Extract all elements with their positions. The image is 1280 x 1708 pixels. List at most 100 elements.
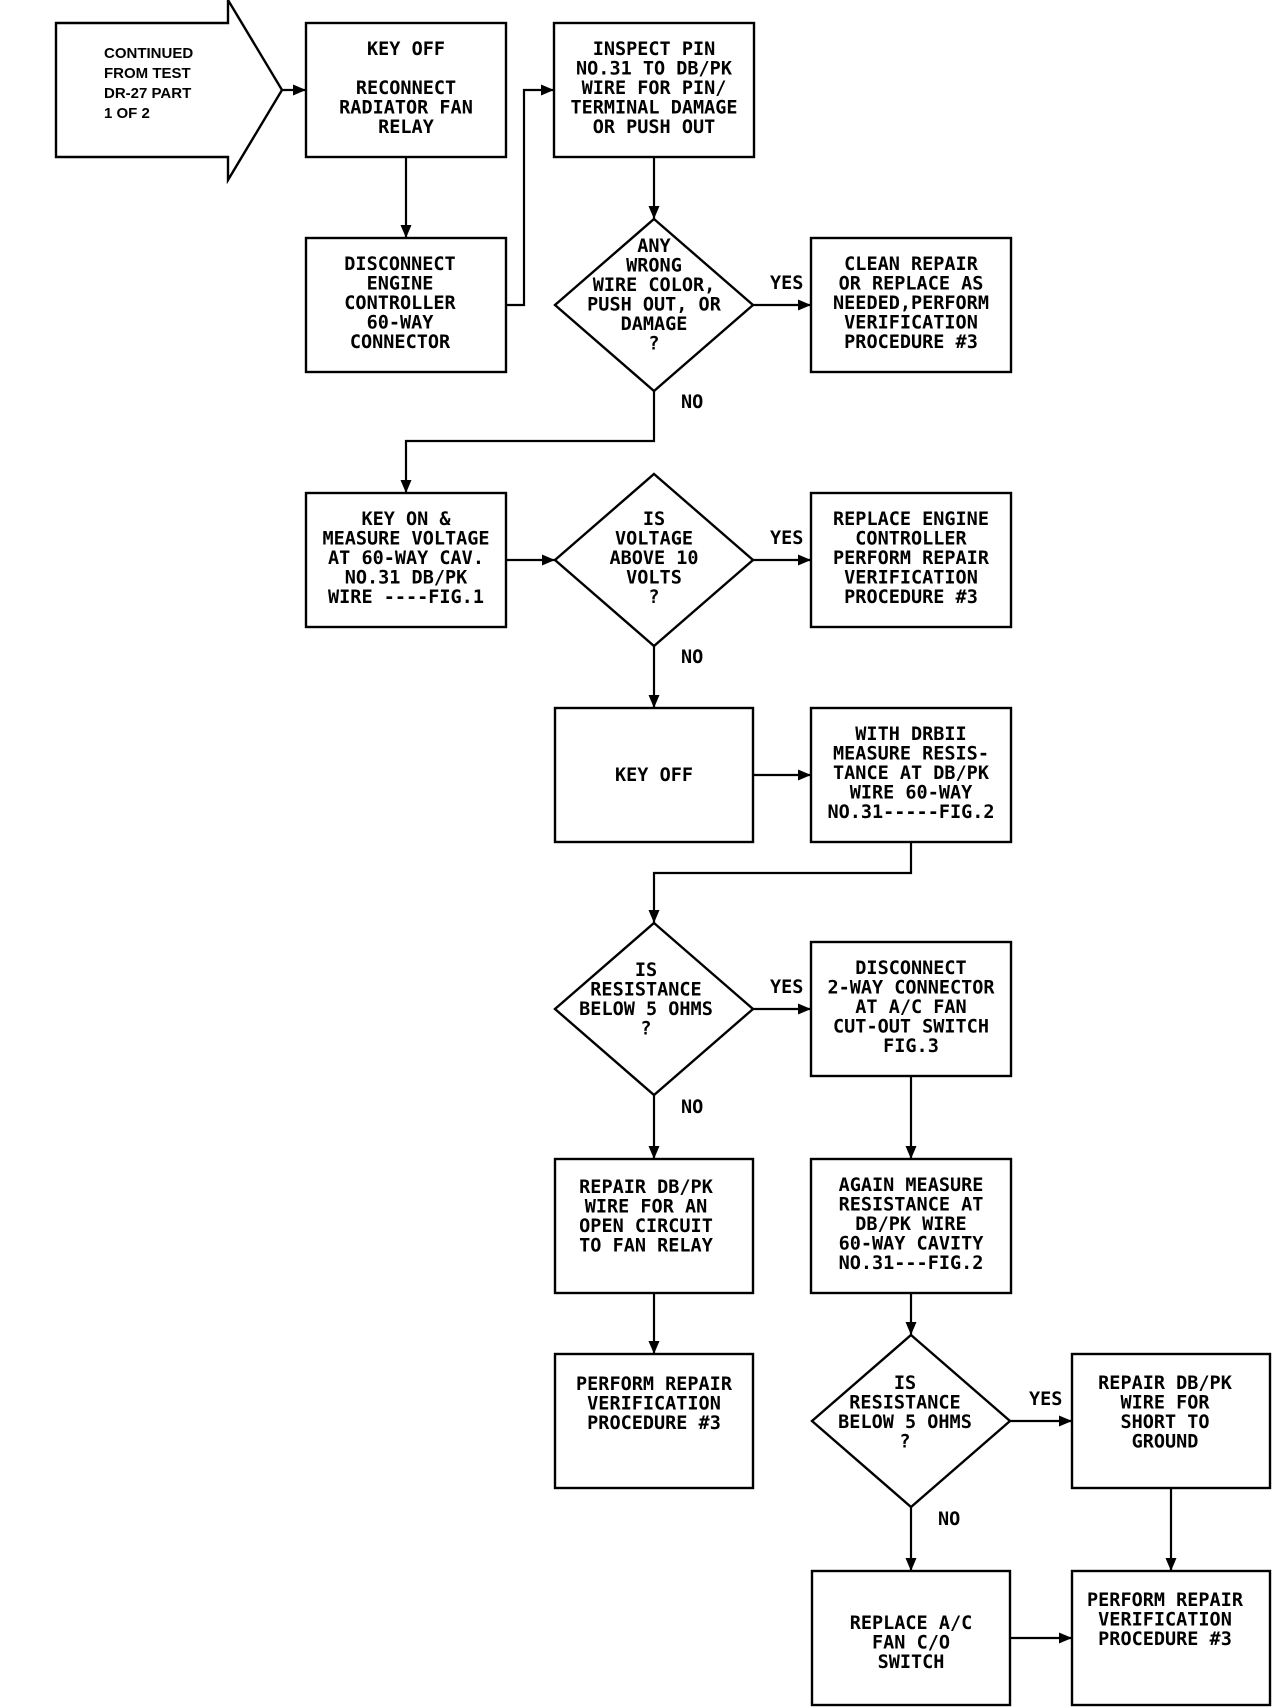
node-label-line: DB/PK WIRE [855,1214,966,1235]
node-label-line: PROCEDURE #3 [844,332,978,353]
node-label-line: TANCE AT DB/PK [833,763,990,784]
node-label-line: RESISTANCE [590,980,701,1001]
process-box [304,491,508,629]
node-label-line: SWITCH [878,1652,945,1673]
edge-key-on-measure-to-voltage-above-arrowhead [542,554,555,566]
node-label-line: WIRE FOR [1120,1393,1210,1414]
edge-measure-resistance-to-resistance-below-1-arrowhead [648,910,660,923]
entry-label-line: DR-27 PART [104,85,191,102]
node-label-line: VERIFICATION [587,1394,721,1415]
process-box [552,21,756,159]
decision-diamond [810,1333,1012,1509]
node-label-line: REPLACE A/C [850,1613,973,1634]
edge-any-wrong-to-clean-repair-arrowhead [798,299,811,311]
edge-label-yes: YES [770,977,803,998]
node-label-line: WRONG [626,256,682,277]
edge-replace-switch-to-perform-verify-2-arrowhead [1059,1632,1072,1644]
edge-label-no: NO [681,1097,703,1118]
process-box [809,491,1013,629]
node-label-line: PUSH OUT, OR [587,295,722,316]
node-label-line: CLEAN REPAIR [844,254,979,275]
node-label-line: AT 60-WAY CAV. [328,548,484,569]
node-label-line: RESISTANCE AT [839,1195,984,1216]
process-box [1070,1569,1272,1707]
process-box [304,21,508,159]
node-label-line: CONTROLLER [344,293,456,314]
edge-label-no: NO [938,1509,960,1530]
decision-diamond [553,217,755,393]
node-label-line: KEY ON & [361,509,451,530]
node-label-line: ENGINE [367,274,434,295]
node-label-line: PROCEDURE #3 [1098,1629,1232,1650]
edge-disconnect-2way-to-again-measure-arrowhead [905,1146,917,1159]
node-label-line: NO.31 TO DB/PK [576,59,733,80]
edge-label-no: NO [681,647,703,668]
edge-again-measure-to-resistance-below-2-arrowhead [905,1322,917,1335]
node-label-line: PERFORM REPAIR [833,548,990,569]
entry-label-line: FROM TEST [104,65,191,82]
node-label-line: KEY OFF [367,39,445,60]
edge-any-wrong-to-key-on-measure-arrowhead [400,480,412,493]
edge-entry-to-key-off-reconnect-arrowhead [293,84,306,96]
node-label-line: ? [648,587,659,608]
node-label-line: TERMINAL DAMAGE [570,98,737,119]
node-label-line: ? [899,1432,910,1453]
node-label-line: 60-WAY [367,313,435,334]
process-box [809,236,1013,374]
process-box [1070,1352,1272,1490]
node-label-line: WIRE ----FIG.1 [328,587,484,608]
node-label-line: REPAIR DB/PK [1098,1373,1233,1394]
node-label-line: AGAIN MEASURE [839,1175,984,1196]
node-label-line: KEY OFF [615,765,693,786]
node-label-line: CONTROLLER [855,529,967,550]
decision-diamond [553,472,755,648]
node-label-line: FIG.3 [883,1036,939,1057]
node-label-line: PERFORM REPAIR [1087,1590,1244,1611]
node-label-line: ANY [637,236,671,257]
edge-voltage-above-to-replace-controller-arrowhead [798,554,811,566]
node-label-line: WITH DRBII [855,724,966,745]
edge-resistance-below-2-to-replace-switch-arrowhead [905,1558,917,1571]
node-label-line: SHORT TO [1120,1412,1209,1433]
node-label-line: OR REPLACE AS [839,274,984,295]
node-label-line: MEASURE RESIS- [833,744,989,765]
node-label-line: ? [640,1019,651,1040]
edge-repair-open-to-perform-verify-1-arrowhead [648,1341,660,1354]
process-box [553,706,755,844]
entry-label-line: CONTINUED [104,45,193,62]
process-box [553,1157,755,1295]
node-label-line: CONNECTOR [350,332,451,353]
node-label-line: AT A/C FAN [855,997,966,1018]
edge-resistance-below-1-to-disconnect-2way-arrowhead [798,1003,811,1015]
node-label-line: IS [643,509,665,530]
node-label-line: OR PUSH OUT [593,117,716,138]
node-key-off-2: KEY OFF [553,706,755,844]
node-label-line: WIRE COLOR, [593,275,716,296]
edge-measure-resistance-to-resistance-below-1-connector [652,842,913,923]
process-box [553,1352,755,1490]
edge-label-yes: YES [770,528,803,549]
node-label-line: 60-WAY CAVITY [839,1234,985,1255]
edge-key-off-reconnect-to-disconnect-controller-arrowhead [400,225,412,238]
node-label-line: VERIFICATION [844,313,978,334]
node-label-line: FAN C/O [872,1633,950,1654]
node-label-line: DAMAGE [621,314,688,335]
